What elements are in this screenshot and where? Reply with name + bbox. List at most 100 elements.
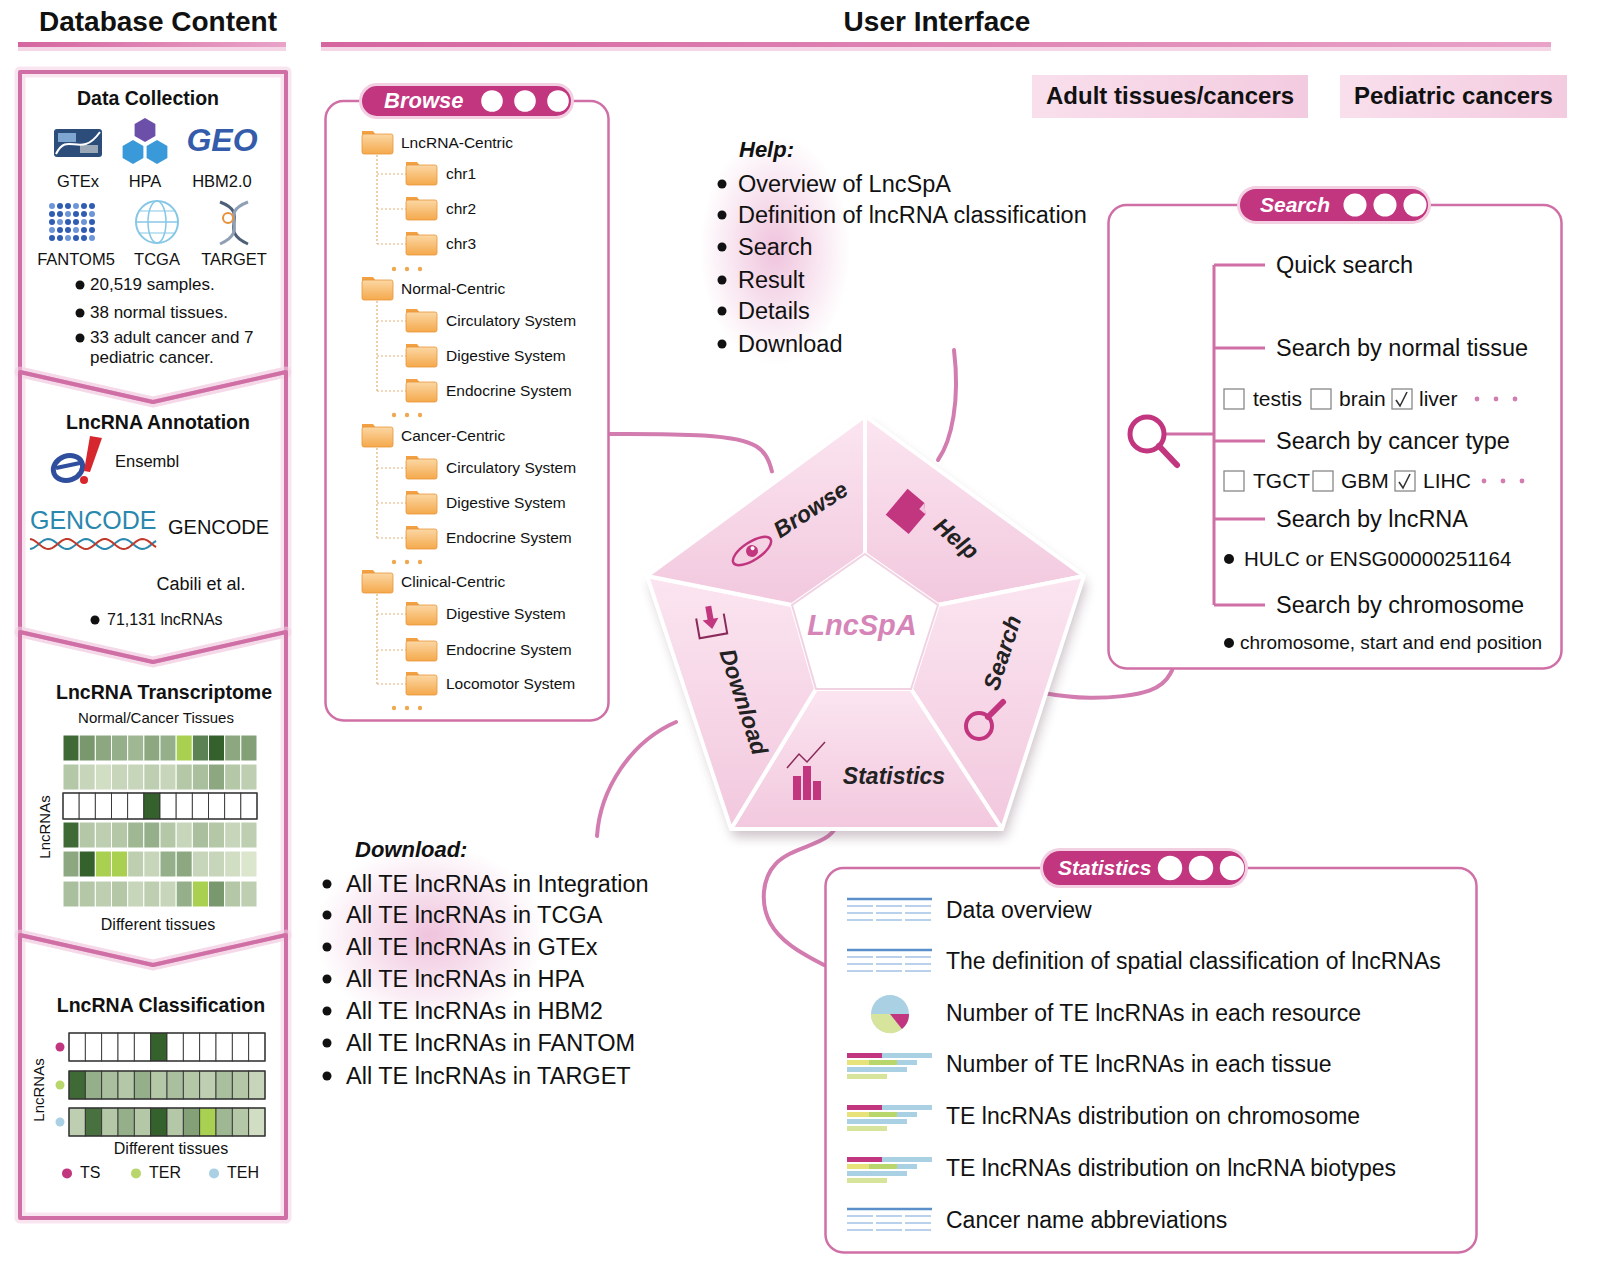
node-text: Different tissues (101, 915, 215, 934)
menu-item: All TE lncRNAs in TCGA (346, 901, 602, 929)
node-text: GTEx (57, 172, 99, 192)
heatmap-cell (144, 793, 160, 819)
heatmap-cell (216, 1071, 232, 1099)
panel-border (326, 101, 609, 721)
bar-icon (847, 1126, 887, 1131)
section-heading: Database Content (39, 5, 277, 39)
heatmap-cell (144, 851, 160, 877)
heatmap-cell (63, 851, 79, 877)
tree-line (377, 243, 406, 244)
bullet-dot (323, 880, 332, 889)
bullet-dot (718, 180, 727, 189)
class-dot (56, 1043, 65, 1052)
bar-icon (897, 1112, 917, 1117)
pill-dot (1403, 193, 1426, 216)
tree-line (377, 649, 406, 650)
folder-icon (406, 675, 437, 695)
category-tag: Adult tissues/cancers (1032, 75, 1308, 118)
heatmap-cell (79, 793, 95, 819)
bar-icon (897, 1060, 917, 1065)
folder-icon (362, 573, 393, 593)
heatmap-row-border (69, 1071, 265, 1099)
node-text: liver (1419, 386, 1458, 411)
menu-item: All TE lncRNAs in HBM2 (346, 997, 603, 1025)
heatmap-cell (63, 764, 79, 790)
title-underline-glow (18, 47, 286, 51)
title-underline (18, 42, 286, 47)
bullet-dot (323, 911, 332, 920)
heatmap-cell (167, 1108, 183, 1136)
heatmap-cell (225, 764, 241, 790)
ellipsis-dot (392, 560, 396, 564)
heatmap-cell (151, 1108, 167, 1136)
ellipsis-dot (418, 267, 422, 271)
ensembl-logo (84, 436, 102, 472)
title-pill (1240, 189, 1428, 221)
bar-icon (847, 1053, 882, 1058)
bar-icon (847, 1171, 907, 1176)
ellipsis-dot (405, 413, 409, 417)
bar-icon (813, 781, 821, 800)
menu-item: All TE lncRNAs in HPA (346, 965, 584, 993)
node-text: Ensembl (115, 452, 179, 472)
node-text: Pediatric cancers (1354, 82, 1553, 111)
heatmap-cell (241, 881, 257, 907)
pie-icon (871, 995, 909, 1033)
bar-icon (847, 1112, 869, 1117)
heatmap-cell (63, 735, 79, 761)
tree-line (376, 155, 377, 244)
folder-icon (362, 280, 393, 300)
globe-line (136, 221, 178, 223)
pill-dot (514, 90, 536, 112)
tree-line (377, 502, 406, 503)
fantom-dot (73, 211, 79, 217)
dna-line (56, 132, 100, 154)
node-text: The definition of spatial classification… (946, 948, 1441, 976)
heatmap-cell (128, 793, 144, 819)
helix-strand (220, 202, 248, 244)
magnifier-handle (988, 702, 1003, 717)
table-icon (847, 970, 932, 972)
title-pill-glow (359, 83, 574, 119)
bar-icon (847, 1164, 869, 1169)
heatmap-cell (209, 764, 225, 790)
fantom-dot (57, 227, 63, 233)
heatmap-cell (192, 735, 208, 761)
heatmap-cell (241, 735, 257, 761)
heatmap-cell (209, 735, 225, 761)
pill-dot (481, 90, 503, 112)
tree-line (376, 594, 377, 684)
pie-slice (890, 1014, 909, 1029)
checkbox (1313, 471, 1333, 491)
highlight-glow (700, 135, 850, 365)
heatmap-cell (183, 1033, 199, 1061)
fantom-dot (49, 219, 55, 225)
hpa-hexagon (123, 140, 144, 164)
table-icon (847, 1222, 932, 1224)
tree-line (377, 467, 406, 468)
bullet-dot (718, 340, 727, 349)
heatmap-cell (232, 1108, 248, 1136)
legend-text: TS (80, 1163, 100, 1182)
heatmap-cell (63, 822, 79, 848)
tree-line (377, 320, 406, 321)
folder-icon (362, 134, 393, 154)
bar-icon (793, 776, 801, 800)
node-text: LncRNA Classification (57, 994, 265, 1017)
node-text: Browse (384, 88, 463, 114)
logo-block (54, 129, 102, 157)
bullet-dot (1224, 554, 1234, 564)
node-text: Digestive System (446, 347, 566, 366)
node-text: Search by cancer type (1276, 427, 1510, 455)
node-text: Different tissues (114, 1139, 228, 1158)
folder-icon (362, 427, 393, 447)
bar-icon (847, 1074, 887, 1079)
bar-icon (882, 1105, 932, 1110)
node-text: Adult tissues/cancers (1046, 82, 1294, 111)
heatmap-cell (112, 822, 128, 848)
legend-swatch (62, 1168, 72, 1178)
heatmap-cell (216, 1108, 232, 1136)
browse-icon (729, 531, 776, 570)
